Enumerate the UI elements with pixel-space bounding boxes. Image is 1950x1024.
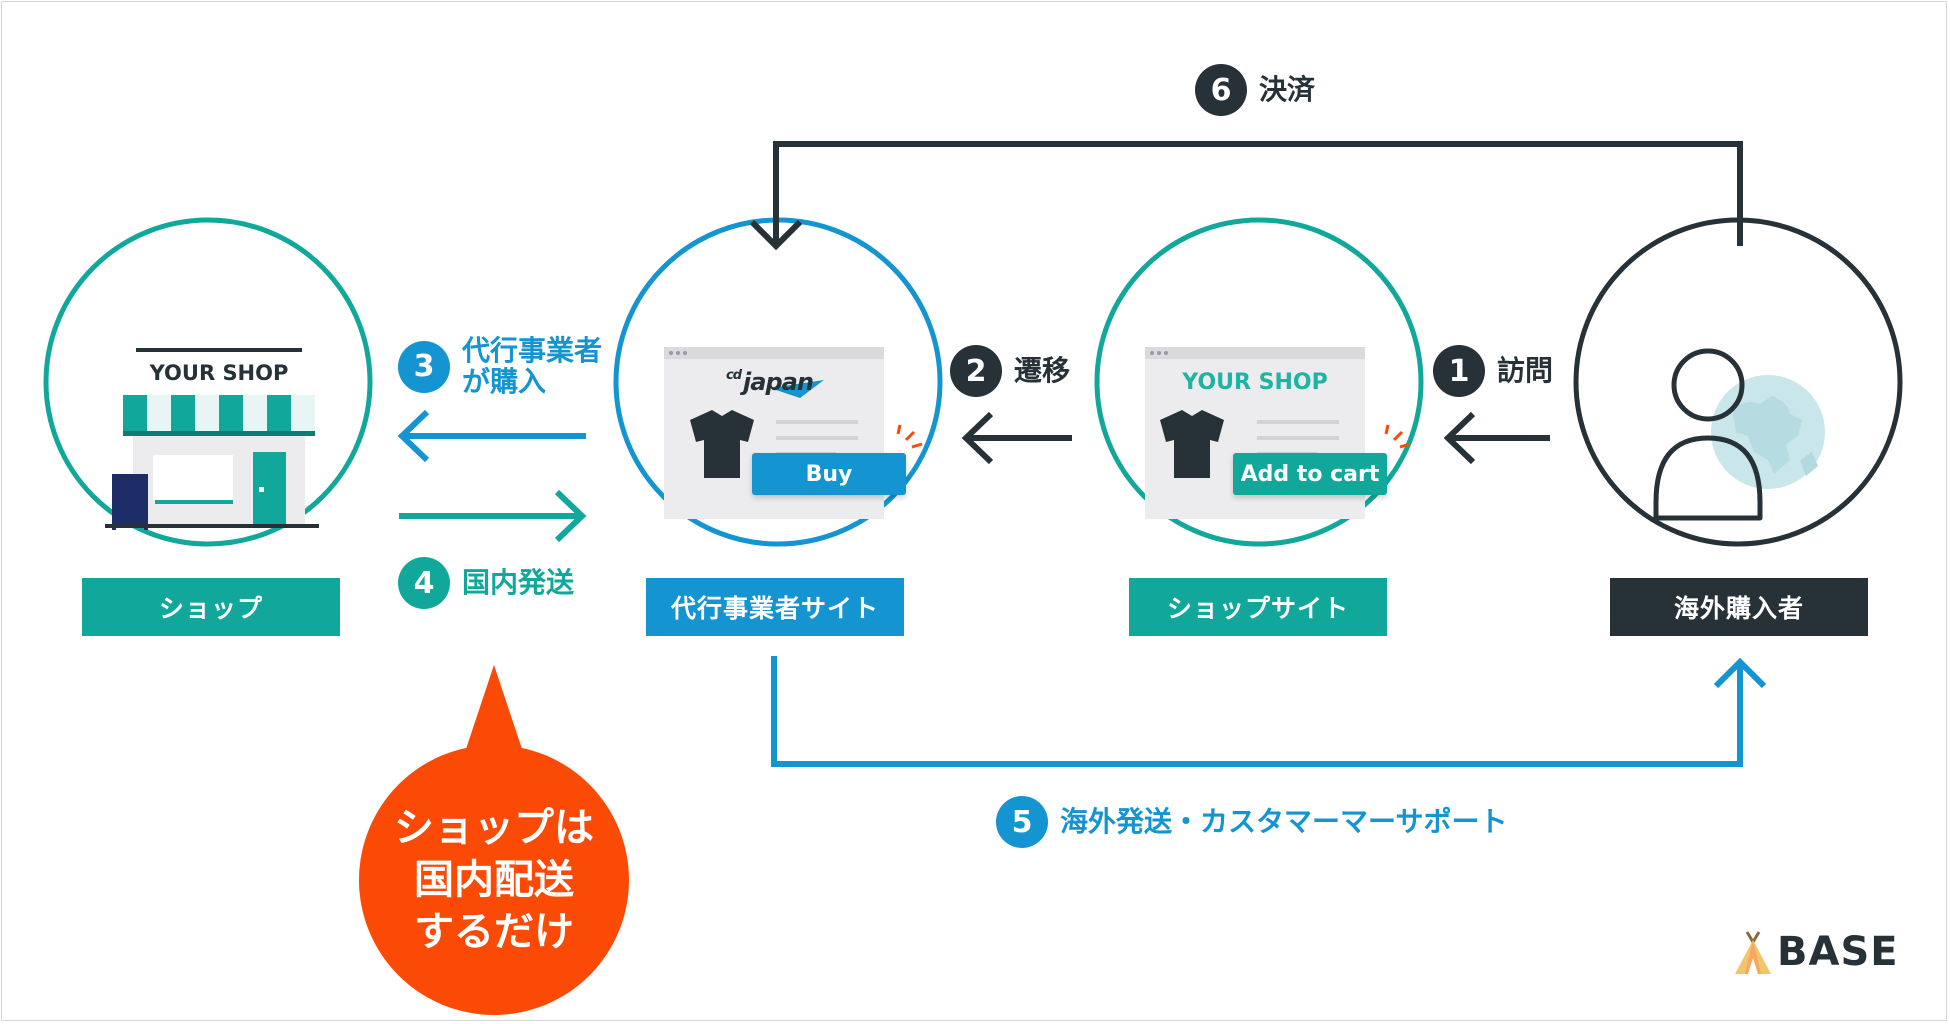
shop-circle <box>43 217 373 547</box>
arrow-transition-head <box>961 411 994 465</box>
step-text: 国内発送 <box>462 565 575 599</box>
arrow-domestic-shipping-head <box>554 489 587 543</box>
shop-label: ショップ <box>82 578 340 636</box>
shop-site-label: ショップサイト <box>1129 578 1387 636</box>
callout-line1: ショップは <box>394 805 594 851</box>
arrow-overseas-shipping <box>771 656 1743 767</box>
step-overseas-shipping: 5 海外発送・カスタマーマーサポート <box>996 796 1507 848</box>
buy-button[interactable]: Buy <box>752 453 906 495</box>
person-globe-icon <box>1653 348 1825 521</box>
add-to-cart-button[interactable]: Add to cart <box>1233 453 1387 495</box>
callout-bubble: ショップは 国内配送 するだけ <box>359 745 629 1015</box>
callout-line3: するだけ <box>414 909 574 955</box>
shop-sign: YOUR SHOP <box>136 352 302 394</box>
arrow-payment-head <box>749 219 803 251</box>
shop-site-title: YOUR SHOP <box>1182 369 1328 395</box>
teepee-icon <box>1735 931 1771 974</box>
callout-pointer <box>464 665 524 755</box>
step-badge: 6 <box>1195 64 1247 116</box>
step-badge: 1 <box>1433 345 1485 397</box>
arrow-visit-head <box>1443 411 1476 465</box>
step-text-line1: 代行事業者 <box>462 334 603 367</box>
arrow-purchase-head <box>397 409 430 463</box>
callout-line2: 国内配送 <box>414 857 574 903</box>
step-domestic-shipping: 4 国内発送 <box>398 557 574 609</box>
step-text: 訪問 <box>1497 353 1554 387</box>
buyer-circle <box>1573 217 1903 547</box>
agent-site-label: 代行事業者サイト <box>646 578 904 636</box>
tshirt-icon <box>1160 410 1224 478</box>
step-text: 海外発送・カスタマーマーサポート <box>1060 804 1508 838</box>
cdjapan-logo: cdjapan <box>726 368 814 396</box>
shop-site-circle <box>1094 217 1424 547</box>
step-text: 遷移 <box>1014 353 1071 387</box>
base-logo: BASE <box>1733 928 1899 976</box>
buyer-label: 海外購入者 <box>1610 578 1868 636</box>
step-transition: 2 遷移 <box>950 345 1070 397</box>
step-purchase: 3 代行事業者 が購入 <box>398 334 603 398</box>
tshirt-icon <box>690 410 754 478</box>
arrow-overseas-shipping-head <box>1713 657 1767 689</box>
step-badge: 4 <box>398 557 450 609</box>
step-text: 決済 <box>1259 72 1316 106</box>
logo-text: BASE <box>1777 929 1899 975</box>
arrow-payment <box>773 141 1743 246</box>
step-badge: 5 <box>996 796 1048 848</box>
shop-icon <box>105 348 319 530</box>
step-text-line2: が購入 <box>462 364 547 398</box>
step-visit: 1 訪問 <box>1433 345 1553 397</box>
step-payment: 6 決済 <box>1195 64 1315 116</box>
step-badge: 2 <box>950 345 1002 397</box>
step-badge: 3 <box>398 340 450 393</box>
